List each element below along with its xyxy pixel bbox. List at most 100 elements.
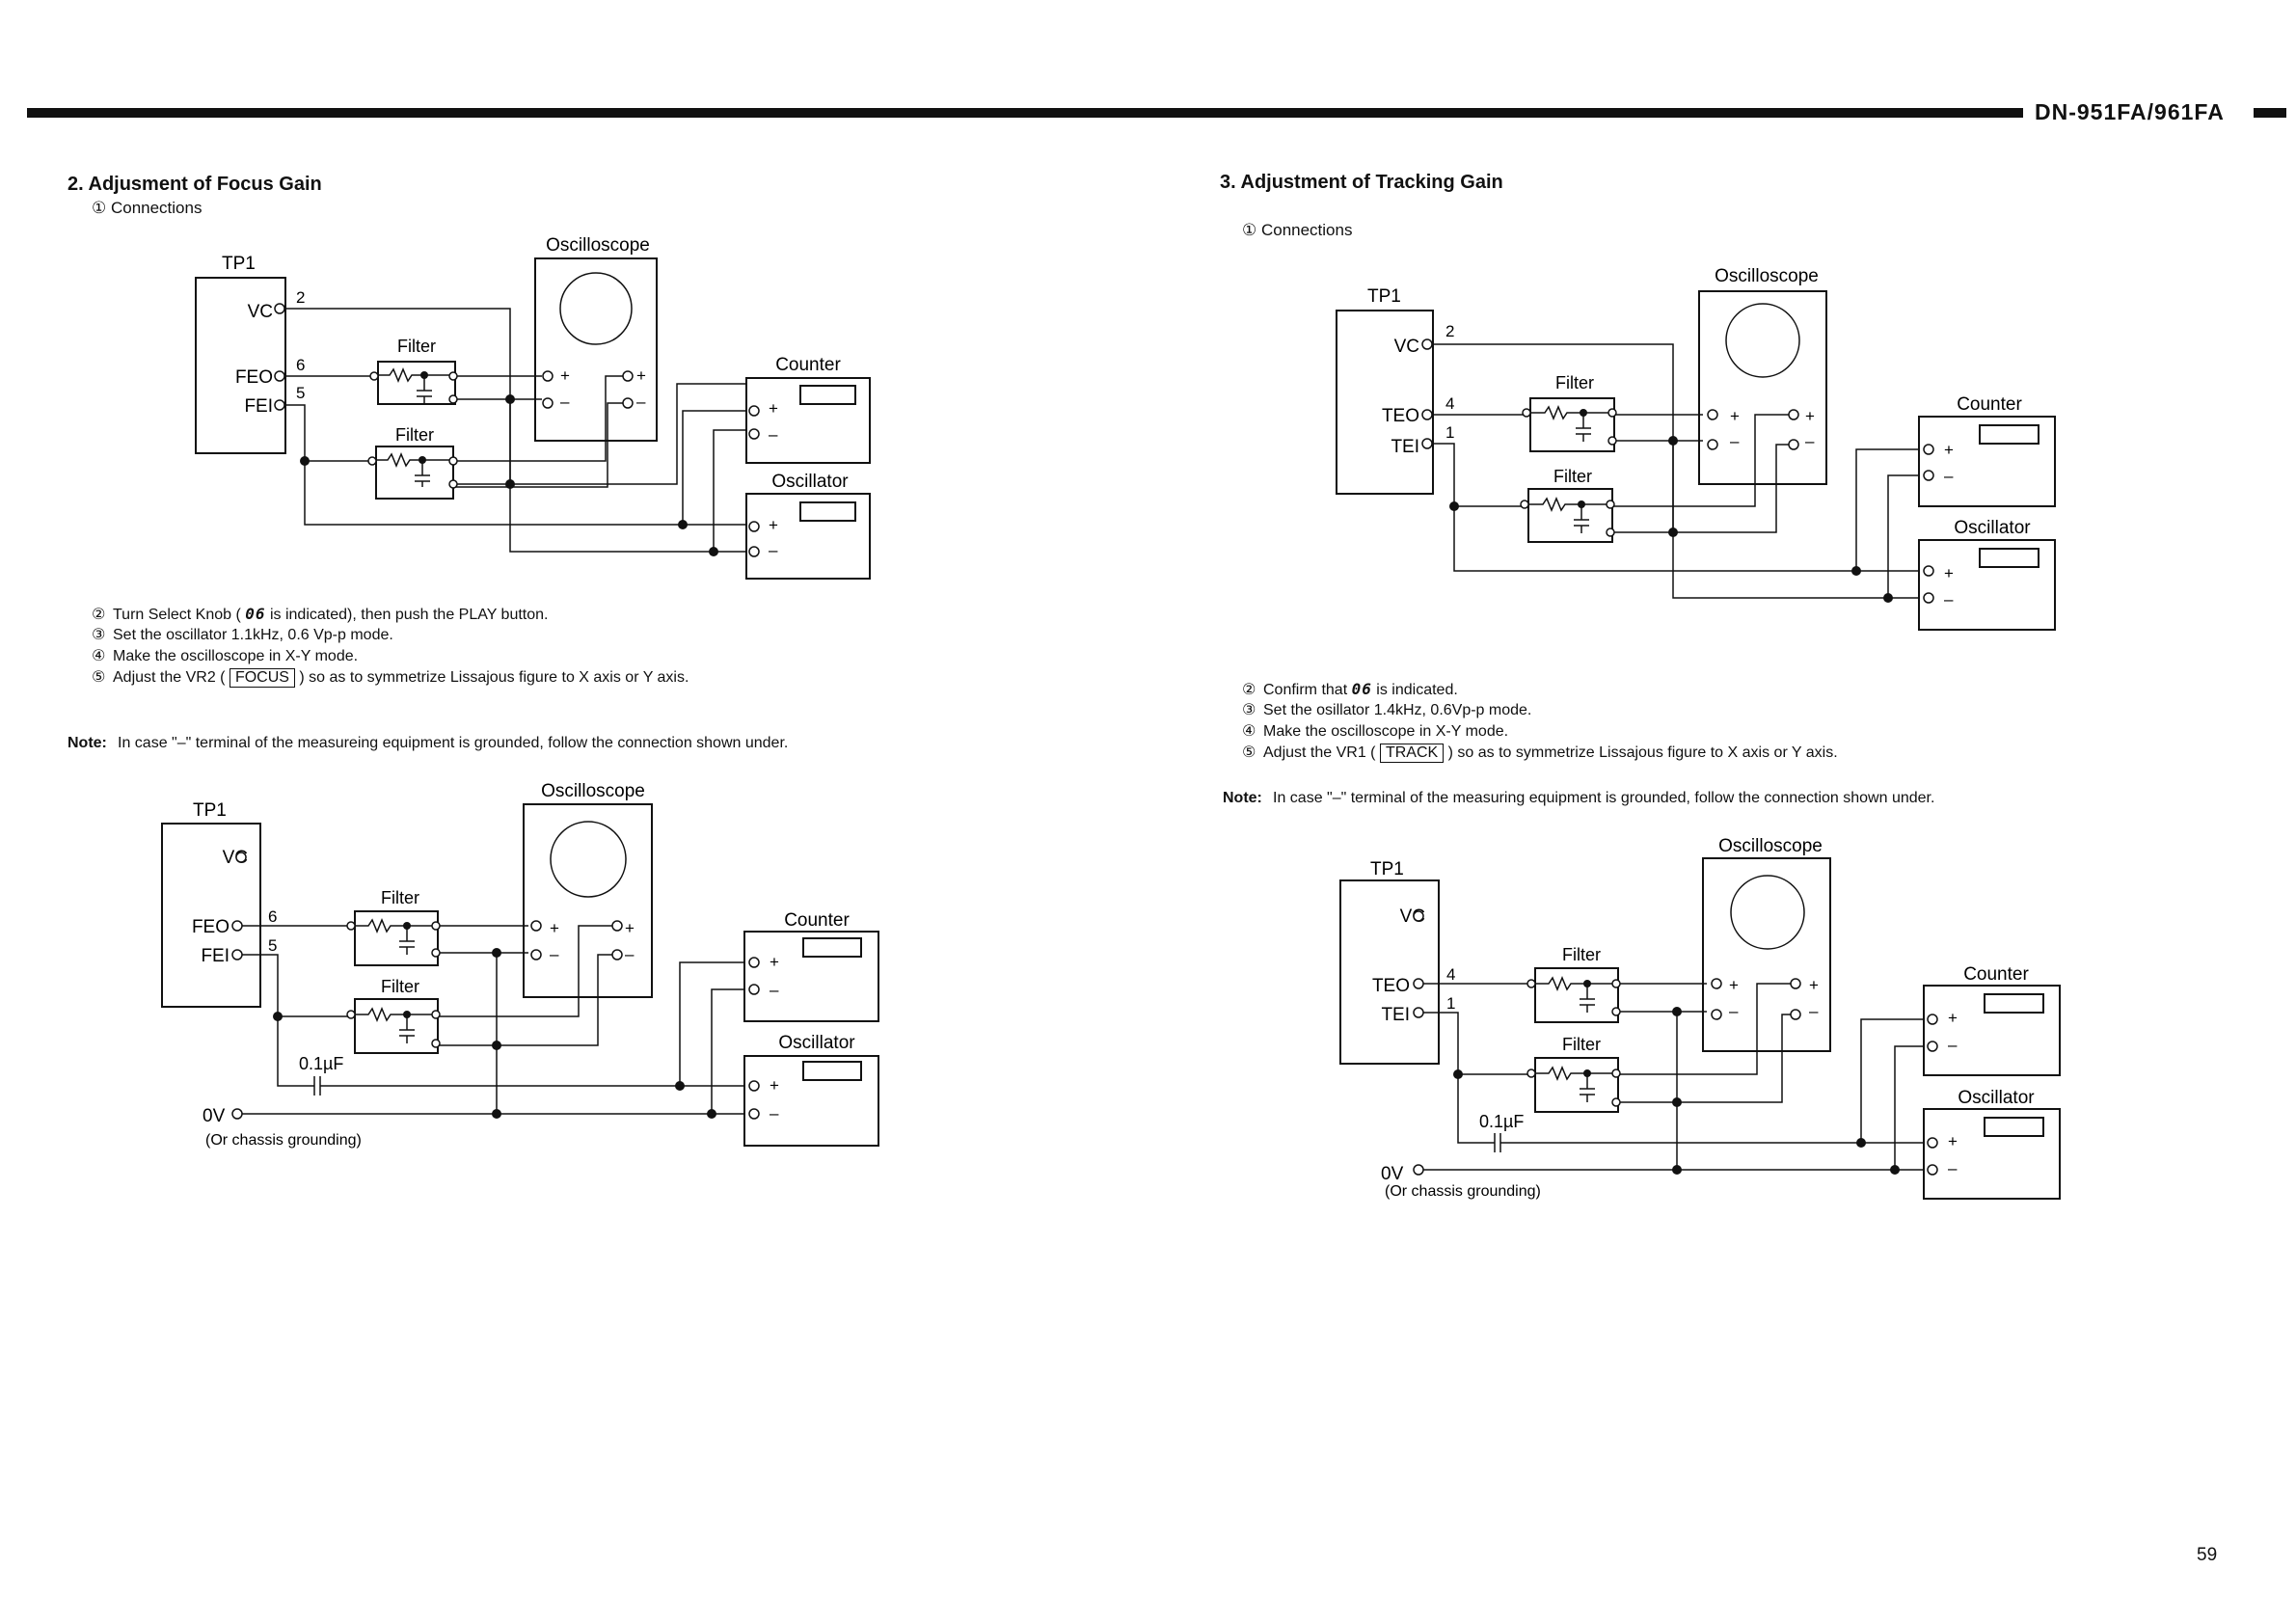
svg-text:+: +	[1729, 976, 1739, 994]
svg-text:Filter: Filter	[1562, 945, 1601, 964]
svg-text:4: 4	[1446, 965, 1455, 984]
svg-text:(Or chassis grounding): (Or chassis grounding)	[1385, 1183, 1541, 1200]
svg-text:Oscillator: Oscillator	[778, 1033, 855, 1053]
tracking-section-title: 3. Adjustment of Tracking Gain	[1220, 172, 1503, 193]
svg-text:Filter: Filter	[1553, 467, 1592, 486]
tracking-vr-label: TRACK	[1379, 744, 1445, 763]
svg-text:Filter: Filter	[381, 888, 419, 907]
svg-text:VC: VC	[1394, 337, 1419, 357]
svg-text:–: –	[636, 392, 646, 411]
filter-label: Filter	[395, 425, 434, 445]
counter-symbol: Counter + –	[745, 355, 871, 464]
svg-text:+: +	[550, 919, 559, 937]
tracking-note: Note:In case "–" terminal of the measuri…	[1223, 790, 1935, 806]
svg-text:–: –	[770, 981, 779, 999]
focus-vr-label: FOCUS	[229, 668, 295, 688]
svg-text:5: 5	[268, 936, 277, 955]
svg-text:Oscilloscope: Oscilloscope	[541, 781, 645, 801]
header-rule-end	[2254, 108, 2286, 118]
svg-text:Oscilloscope: Oscilloscope	[1718, 836, 1823, 856]
svg-text:–: –	[1729, 1002, 1739, 1020]
svg-text:Oscillator: Oscillator	[1958, 1088, 2035, 1108]
chassis-label: (Or chassis grounding)	[205, 1132, 362, 1149]
svg-text:–: –	[770, 1104, 779, 1123]
focus-grounded-diagram: TP1 VC FEO FEI 6 5 Oscilloscope + – + – …	[161, 781, 879, 1149]
svg-text:FEO: FEO	[192, 917, 230, 937]
svg-text:+: +	[636, 366, 646, 385]
svg-text:TEI: TEI	[1391, 437, 1419, 457]
svg-text:+: +	[1948, 1132, 1958, 1150]
fei-label: FEI	[244, 396, 273, 417]
filter-label: Filter	[397, 337, 436, 356]
svg-text:+: +	[1944, 564, 1954, 582]
wiring	[274, 303, 760, 557]
svg-text:–: –	[769, 425, 778, 444]
svg-text:–: –	[625, 945, 635, 963]
svg-text:–: –	[1805, 432, 1815, 450]
svg-text:Filter: Filter	[381, 977, 419, 996]
svg-text:Counter: Counter	[1963, 964, 2029, 985]
filter-1: Filter	[374, 337, 456, 405]
page-number: 59	[2197, 1545, 2218, 1565]
focus-connections-label: ① Connections	[92, 199, 203, 217]
svg-text:6: 6	[268, 907, 277, 926]
svg-text:Oscilloscope: Oscilloscope	[1715, 266, 1819, 286]
svg-text:+: +	[769, 399, 778, 418]
svg-text:+: +	[1805, 407, 1815, 425]
pin-label: 5	[296, 384, 305, 402]
pin-label: 2	[296, 288, 305, 307]
svg-text:1: 1	[1446, 994, 1455, 1013]
svg-text:–: –	[1944, 467, 1954, 485]
svg-text:2: 2	[1445, 322, 1454, 340]
svg-text:–: –	[769, 541, 778, 559]
oscilloscope-label: Oscilloscope	[546, 235, 650, 256]
svg-text:TEO: TEO	[1382, 406, 1419, 426]
focus-diagram: TP1 VC FEO FEI 2 6 5 Oscilloscope + – + …	[195, 235, 871, 580]
ov-label: 0V	[203, 1106, 226, 1126]
svg-text:+: +	[770, 1076, 779, 1095]
svg-text:0V: 0V	[1381, 1164, 1404, 1184]
svg-text:+: +	[770, 953, 779, 971]
svg-text:TEI: TEI	[1381, 1005, 1410, 1025]
header-rule	[27, 108, 2023, 118]
svg-text:4: 4	[1445, 394, 1454, 413]
svg-text:1: 1	[1445, 423, 1454, 442]
tracking-grounded-diagram: TP1 VC TEO TEI 4 1 Oscilloscope + – + – …	[1339, 836, 2061, 1200]
svg-text:TP1: TP1	[1370, 859, 1404, 879]
tracking-connections-label: ① Connections	[1242, 221, 1353, 239]
svg-text:TP1: TP1	[193, 800, 227, 821]
oscilloscope-symbol: Oscilloscope + – + –	[534, 235, 658, 442]
focus-note: Note:In case "–" terminal of the measure…	[68, 735, 789, 751]
svg-text:Filter: Filter	[1562, 1035, 1601, 1054]
svg-text:+: +	[1730, 407, 1740, 425]
filter-2: Filter	[372, 425, 454, 500]
vc-label: VC	[248, 302, 273, 322]
svg-text:Oscillator: Oscillator	[1954, 518, 2031, 538]
feo-label: FEO	[235, 367, 273, 388]
svg-text:+: +	[560, 366, 570, 385]
svg-text:–: –	[560, 392, 570, 411]
svg-text:–: –	[1948, 1159, 1958, 1177]
svg-text:+: +	[1944, 441, 1954, 459]
svg-text:0.1µF: 0.1µF	[1479, 1112, 1524, 1131]
counter-label: Counter	[775, 355, 841, 375]
svg-text:+: +	[1948, 1009, 1958, 1027]
svg-text:–: –	[1730, 432, 1740, 450]
svg-text:+: +	[625, 919, 635, 937]
tracking-diagram: TP1 VC TEO TEI 2 4 1 Oscilloscope + – + …	[1336, 266, 2056, 631]
svg-text:Counter: Counter	[784, 910, 850, 931]
svg-text:–: –	[550, 945, 559, 963]
tp1-box: TP1 VC FEO FEI 2 6 5	[195, 254, 305, 454]
tp1-label: TP1	[222, 254, 256, 274]
focus-section-title: 2. Adjusment of Focus Gain	[68, 174, 322, 195]
svg-text:TEO: TEO	[1372, 976, 1410, 996]
